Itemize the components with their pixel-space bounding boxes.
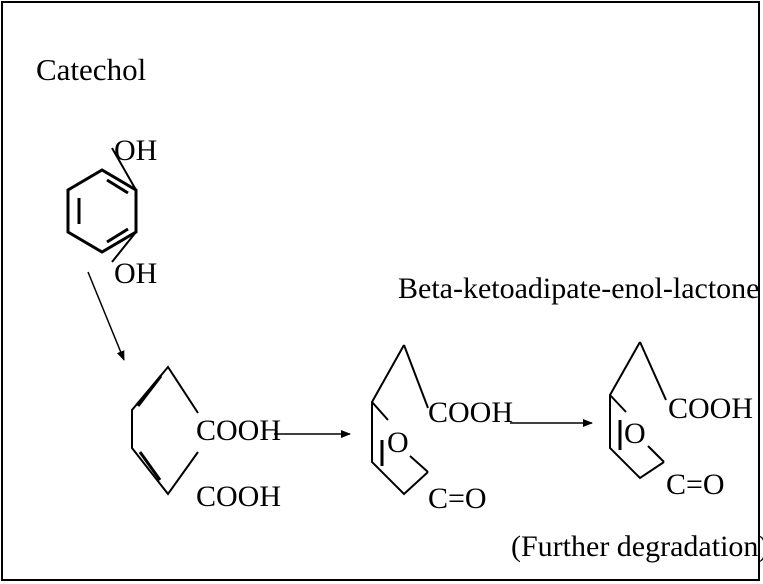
- arrow-catechol-to-muconic: [87, 271, 125, 361]
- title-catechol: Catechol: [36, 52, 146, 87]
- muconic-cooh-bottom: COOH: [196, 480, 281, 513]
- lactone-structure: [371, 344, 429, 496]
- muconic-cooh-top: COOH: [196, 414, 281, 447]
- product-cooh: COOH: [668, 392, 753, 425]
- muconic-acid-structure: [131, 365, 199, 496]
- lactone-cooh: COOH: [428, 396, 513, 429]
- lactone-ring-oxygen: O: [387, 426, 409, 459]
- lactone-carbonyl: C=O: [428, 482, 487, 515]
- product-ring-oxygen: O: [624, 417, 646, 450]
- catechol-oh-bottom: OH: [114, 257, 157, 290]
- product-carbonyl: C=O: [666, 468, 725, 501]
- catechol-ring: [66, 147, 138, 263]
- further-degradation-note: (Further degradation): [511, 530, 763, 563]
- product-structure: [609, 341, 667, 480]
- lactone-label: Beta-ketoadipate-enol-lactone: [398, 272, 759, 305]
- catechol-oh-top: OH: [114, 134, 157, 167]
